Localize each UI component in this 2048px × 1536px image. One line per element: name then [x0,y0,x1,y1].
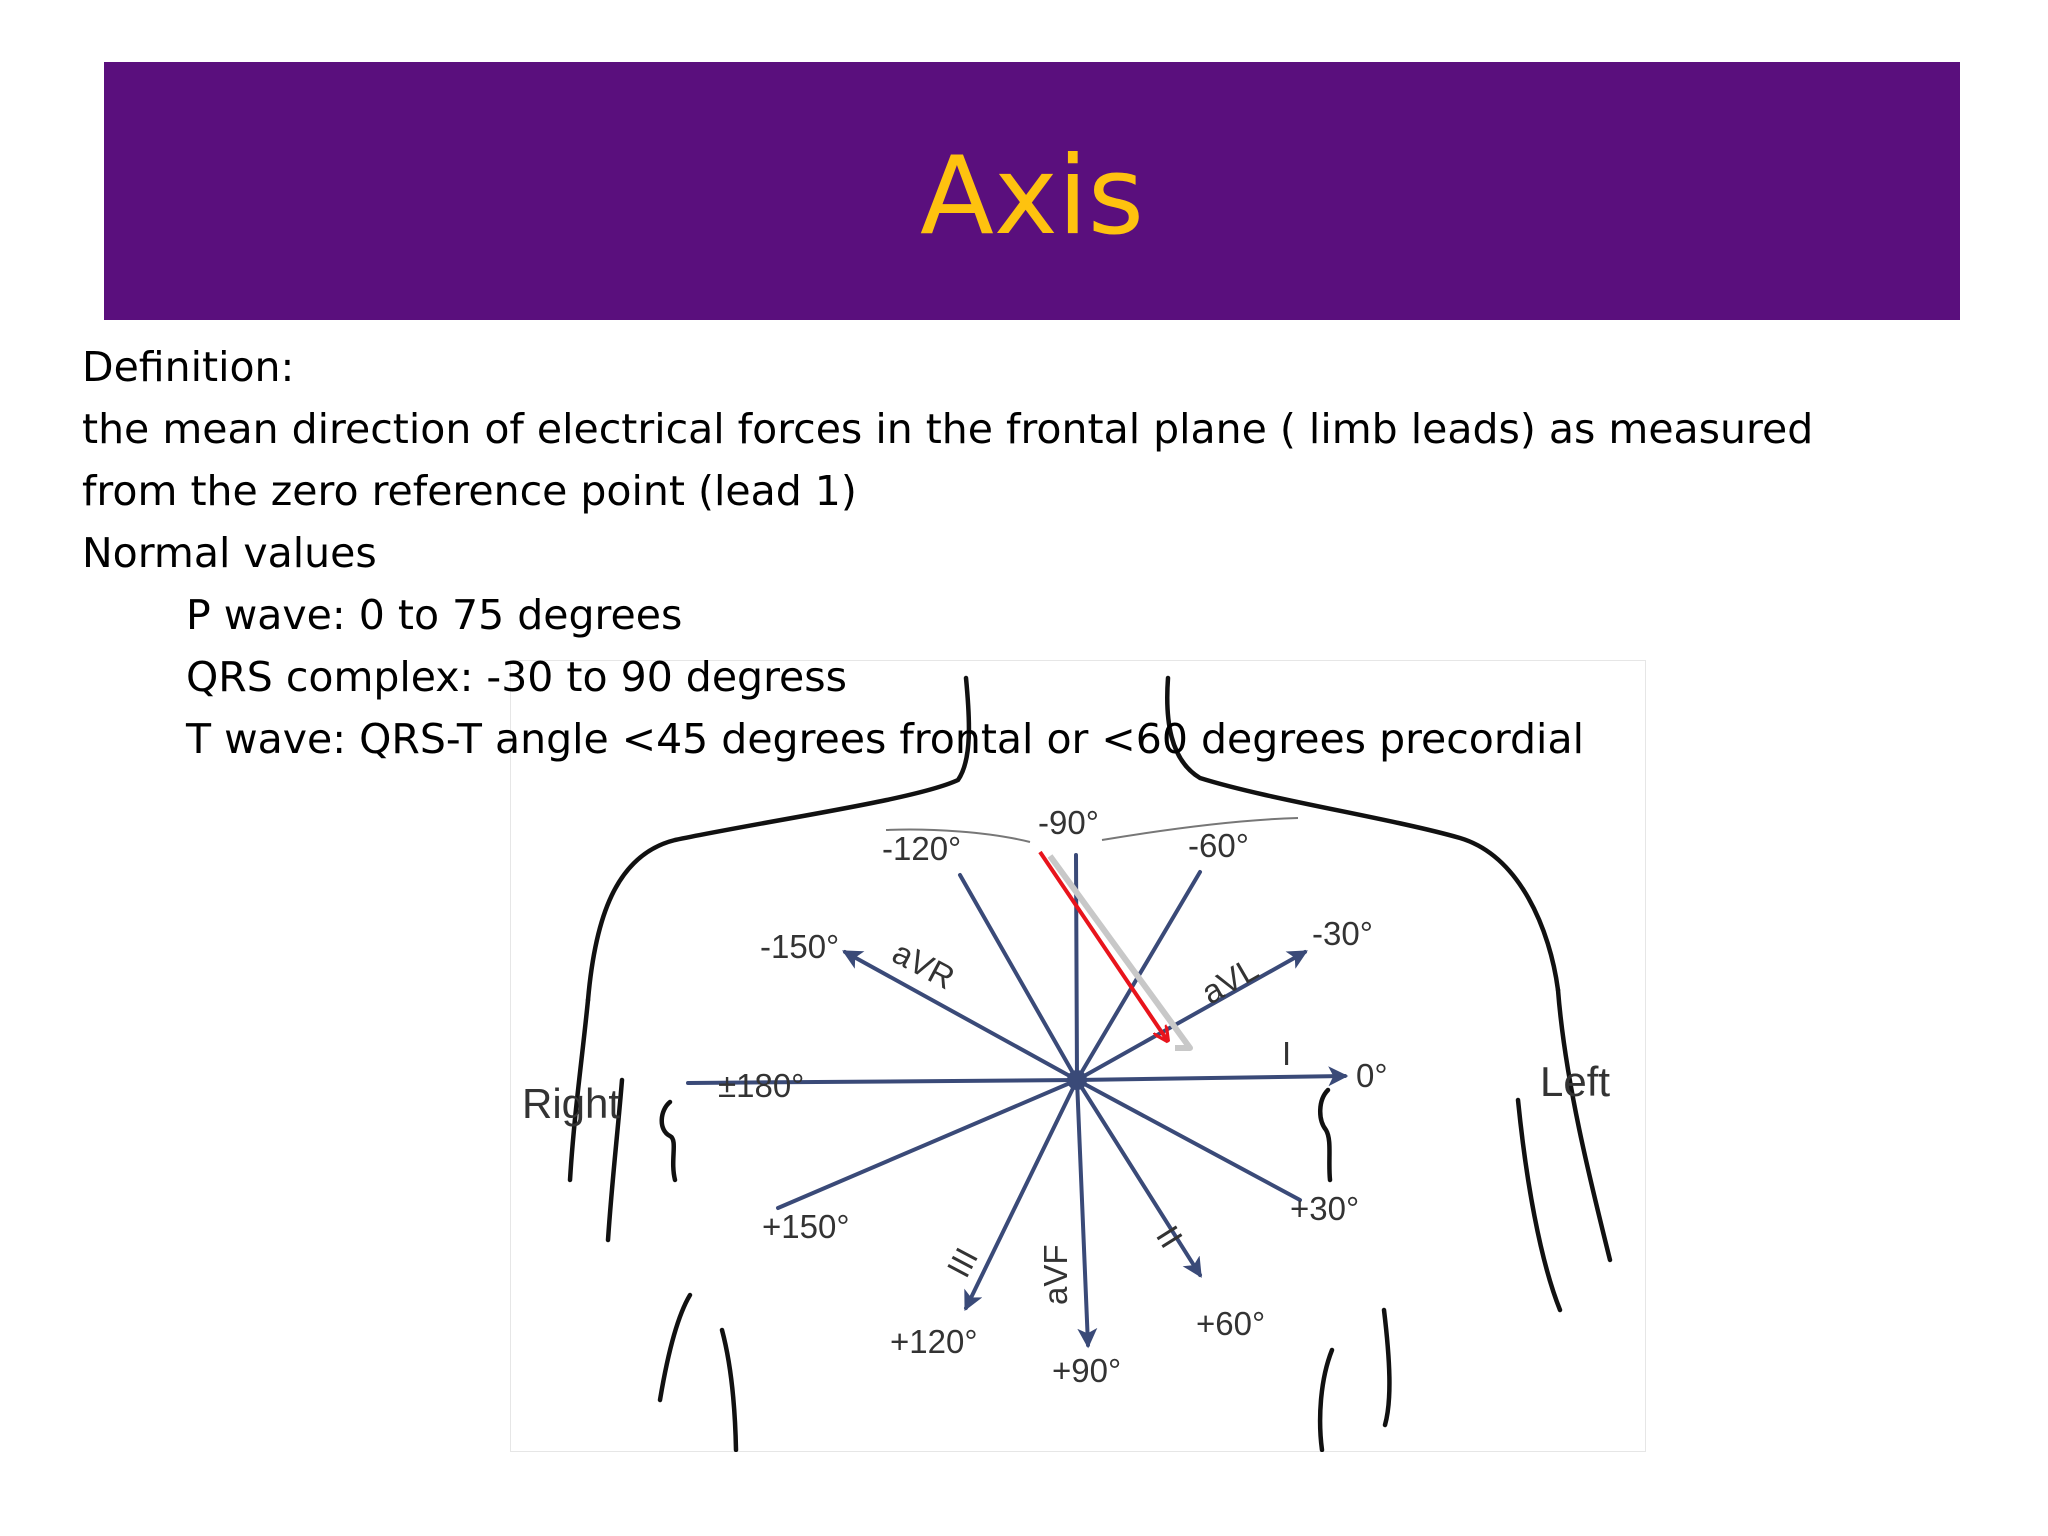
slide-title: Axis [919,134,1145,259]
angle-label-minus-30: -30° [1312,915,1373,952]
lead-label-avl: aVL [1195,950,1264,1011]
axis-line-plus-30 [1075,1078,1302,1202]
angle-label-plus-90: +90° [1052,1352,1121,1389]
left-hand-curl [1318,1087,1333,1183]
angle-labels: -90° -120° -60° -150° -30° ±180° 0° +150… [718,804,1388,1389]
angle-label-minus-150: -150° [760,928,839,965]
right-arm-outer-line [1555,987,1613,1263]
left-arm-outer-line [567,997,591,1183]
left-forearm-inner-line [1381,1307,1392,1428]
lead-label-i: I [1282,1035,1291,1072]
angle-label-plus-120: +120° [890,1323,978,1360]
angle-label-minus-60: -60° [1188,827,1249,864]
angle-label-zero: 0° [1356,1057,1388,1094]
axis-line-plus-150 [776,1078,1079,1210]
axis-line-minus-120 [958,873,1079,1082]
shadow-vector [1047,854,1193,1051]
collar-lines [885,817,1299,843]
angle-label-minus-90: -90° [1038,804,1099,841]
lead-label-iii: III [940,1242,986,1284]
hexaxial-diagram: -90° -120° -60° -150° -30° ±180° 0° +150… [522,675,1613,1452]
left-upper-arm-line [1515,1097,1563,1313]
neck-left-line [585,675,972,1003]
lead-label-avf: aVF [1037,1244,1074,1305]
hexaxial-figure: -90° -120° -60° -150° -30° ±180° 0° +150… [510,660,1646,1452]
right-forearm-inner-line [719,1327,739,1452]
right-hand-curl [659,1099,678,1183]
title-banner: Axis [104,62,1960,320]
definition-text-line-2: from the zero reference point (lead 1) [82,467,857,515]
definition-heading: Definition: [82,343,295,391]
slide-body: Definition: the mean direction of electr… [82,336,1982,770]
normal-values-heading: Normal values [82,529,377,577]
angle-label-plus-180: ±180° [718,1067,804,1104]
left-forearm-line [1317,1347,1335,1452]
axis-line-avl [1075,950,1308,1082]
neck-right-line [1165,675,1561,993]
collar-left [885,828,1031,843]
definition-text-line-1: the mean direction of electrical forces … [82,405,1814,453]
mean-axis-vector [1038,850,1167,1040]
qrs-complex-value: QRS complex: -30 to 90 degress [186,653,847,701]
right-forearm-line [657,1292,693,1403]
angle-label-minus-120: -120° [882,830,961,867]
axis-line-lead-i [1075,1066,1349,1087]
axis-center-point [1067,1070,1087,1090]
p-wave-value: P wave: 0 to 75 degrees [186,591,683,639]
angle-label-plus-60: +60° [1196,1305,1265,1342]
torso-outline [567,675,1613,1452]
axis-line-lead-iii [964,1078,1079,1311]
angle-label-plus-150: +150° [762,1208,850,1245]
axis-line-plus-180 [686,1078,1079,1085]
axis-line-avf [1075,1078,1098,1349]
lead-label-avr: aVR [887,934,961,997]
right-upper-arm-line [605,1077,625,1243]
side-label-left: Left [1540,1058,1610,1105]
lead-labels: aVR aVL I III aVF II [887,934,1291,1305]
collar-right [1101,817,1299,841]
side-label-right: Right [522,1080,620,1127]
axis-line-lead-ii [1075,1078,1202,1278]
axis-line-avr [842,950,1079,1082]
angle-label-plus-30: +30° [1290,1190,1359,1227]
t-wave-value: T wave: QRS-T angle <45 degrees frontal … [186,715,1584,763]
